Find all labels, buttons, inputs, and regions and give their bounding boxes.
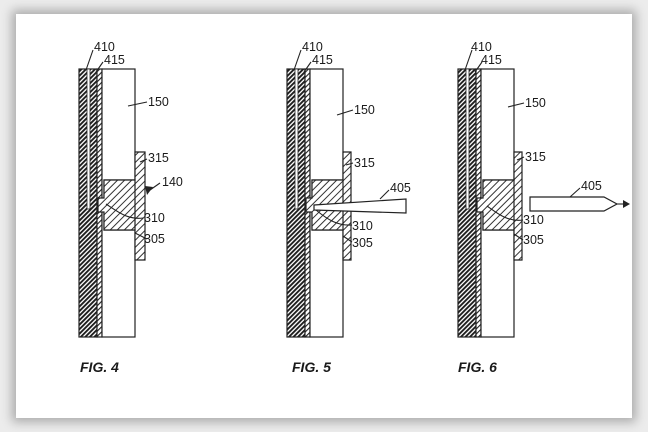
- figure-6: 410 415 150 315 405 310 305 FIG. 6: [457, 40, 630, 375]
- label-410: 410: [302, 40, 323, 54]
- label-305: 305: [144, 232, 165, 246]
- label-150: 150: [148, 95, 169, 109]
- label-315: 315: [354, 156, 375, 170]
- plug: [476, 179, 515, 231]
- label-410: 410: [94, 40, 115, 54]
- probe-405: [313, 198, 407, 214]
- label-310: 310: [352, 219, 373, 233]
- label-310: 310: [144, 211, 165, 225]
- label-140: 140: [162, 175, 183, 189]
- channel: [86, 68, 91, 210]
- label-310: 310: [523, 213, 544, 227]
- label-305: 305: [352, 236, 373, 250]
- figure-5: 410 415 150 315 405 310 305 FIG. 5: [286, 40, 411, 375]
- caption-fig-5: FIG. 5: [292, 359, 331, 375]
- label-315: 315: [148, 151, 169, 165]
- label-150: 150: [525, 96, 546, 110]
- label-305: 305: [523, 233, 544, 247]
- label-150: 150: [354, 103, 375, 117]
- label-410: 410: [471, 40, 492, 54]
- figure-4: 410 415 150 315 140 310 305 FIG. 4: [78, 40, 183, 375]
- label-415: 415: [104, 53, 125, 67]
- arrow-head: [623, 200, 630, 208]
- label-405: 405: [390, 181, 411, 195]
- label-415: 415: [481, 53, 502, 67]
- caption-fig-6: FIG. 6: [458, 359, 497, 375]
- channel: [465, 68, 470, 210]
- label-415: 415: [312, 53, 333, 67]
- caption-fig-4: FIG. 4: [80, 359, 119, 375]
- label-405: 405: [581, 179, 602, 193]
- label-315: 315: [525, 150, 546, 164]
- probe-405: [529, 196, 619, 212]
- plug-140: [97, 179, 136, 231]
- channel: [294, 68, 299, 210]
